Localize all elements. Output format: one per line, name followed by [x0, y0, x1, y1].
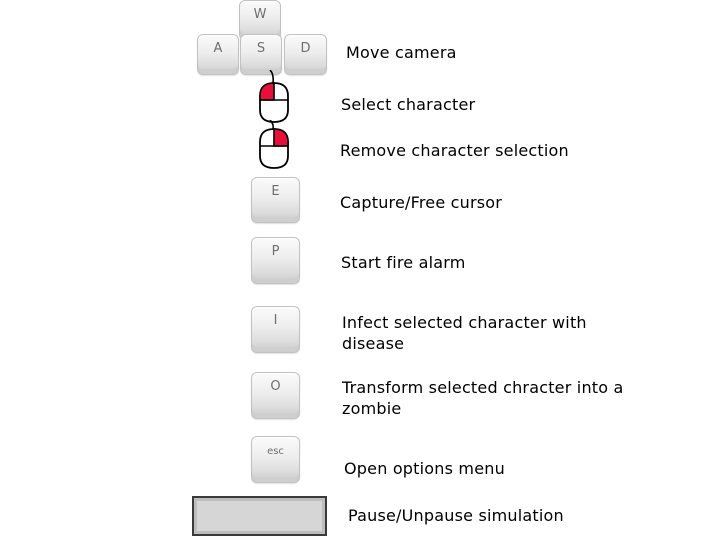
esc-key: esc — [251, 436, 300, 483]
remove-selection-label: Remove character selection — [340, 141, 569, 160]
p-key-label: P — [271, 244, 280, 259]
esc-key-label: esc — [267, 446, 284, 457]
d-key: D — [284, 34, 327, 75]
o-key: O — [251, 372, 300, 419]
mouse-left-click-icon — [259, 70, 289, 123]
o-key-label: O — [270, 379, 281, 394]
pause-label: Pause/Unpause simulation — [348, 506, 564, 525]
options-menu-label: Open options menu — [344, 459, 505, 478]
e-key: E — [251, 177, 300, 223]
move-camera-label: Move camera — [346, 43, 457, 62]
p-key: P — [251, 237, 300, 284]
capture-cursor-label: Capture/Free cursor — [340, 193, 503, 212]
i-key-label: I — [273, 313, 278, 328]
mouse-right-click-icon — [259, 120, 289, 169]
i-key: I — [251, 306, 300, 353]
infect-label: Infect selected character with disease — [342, 313, 587, 353]
a-key: A — [197, 34, 239, 75]
zombie-label: Transform selected chracter into a zombi… — [342, 378, 624, 418]
s-key-label: S — [256, 41, 266, 56]
fire-alarm-label: Start fire alarm — [341, 253, 466, 272]
d-key-label: D — [300, 41, 311, 56]
select-character-label: Select character — [341, 95, 476, 114]
w-key-label: W — [253, 7, 267, 22]
w-key: W — [239, 0, 281, 40]
spacebar-key — [192, 496, 327, 536]
e-key-label: E — [271, 184, 280, 199]
s-key: S — [240, 34, 282, 75]
a-key-label: A — [213, 41, 223, 56]
